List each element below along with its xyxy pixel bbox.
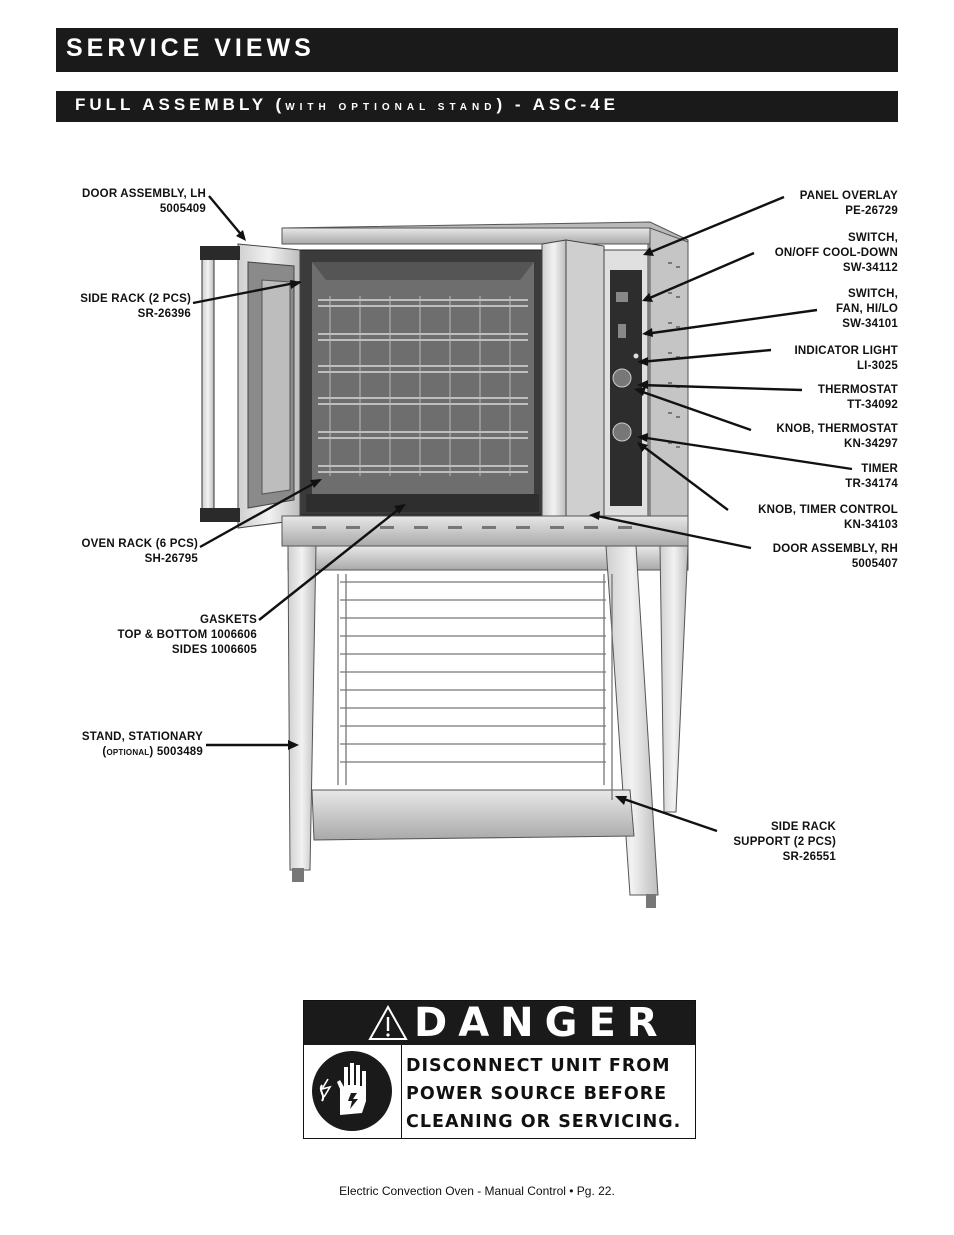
label-door-rh-name: DOOR ASSEMBLY, RH: [772, 543, 898, 555]
label-switch-fan-name: SWITCH,: [848, 288, 898, 300]
control-panel: [603, 249, 649, 517]
danger-line-3: CLEANING OR SERVICING.: [406, 1112, 682, 1132]
label-gaskets-name: GASKETS: [200, 614, 257, 626]
electric-shock-hand-icon: [312, 1051, 392, 1131]
subsection-title-prefix: FULL ASSEMBLY (: [75, 95, 286, 114]
leader-arrowheads: [236, 230, 654, 805]
subsection-title-suffix: ) - ASC-4E: [496, 95, 619, 114]
page-footer: Electric Convection Oven - Manual Contro…: [339, 1184, 615, 1198]
subsection-title-small: WITH OPTIONAL STAND: [285, 102, 497, 113]
oven-cavity: [299, 249, 546, 516]
label-switch-onoff-line2: ON/OFF COOL-DOWN: [774, 247, 898, 259]
label-side-rack-support: SIDE RACK SUPPORT (2 PCS) SR-26551: [733, 820, 836, 865]
label-knob-thermostat: KNOB, THERMOSTAT KN-34297: [776, 422, 898, 452]
section-title-bar: SERVICE VIEWS: [56, 28, 898, 72]
label-door-lh-name: DOOR ASSEMBLY, LH: [82, 188, 206, 200]
label-stand-part-line: (OPTIONAL) 5003489: [102, 746, 203, 758]
label-timer: TIMER TR-34174: [845, 462, 898, 492]
label-oven-rack-part: SH-26795: [144, 553, 198, 565]
label-thermostat-part: TT-34092: [847, 399, 898, 411]
section-title: SERVICE VIEWS: [66, 34, 315, 62]
label-side-rack: SIDE RACK (2 PCS) SR-26396: [80, 292, 191, 322]
label-knob-timer-part: KN-34103: [843, 519, 898, 531]
label-switch-onoff-name: SWITCH,: [848, 232, 898, 244]
label-gaskets-line2: TOP & BOTTOM 1006606: [117, 629, 257, 641]
label-door-assembly-lh: DOOR ASSEMBLY, LH 5005409: [82, 187, 206, 217]
danger-warning-box: DANGER DISCONNECT UNIT FROM POWER SOURCE…: [303, 1000, 696, 1139]
oven-illustration: [192, 195, 853, 908]
label-door-lh-part: 5005409: [159, 203, 206, 215]
danger-title: DANGER: [414, 1000, 669, 1046]
label-knob-timer: KNOB, TIMER CONTROL KN-34103: [758, 503, 898, 533]
label-indicator-light: INDICATOR LIGHT LI-3025: [794, 344, 898, 374]
label-panel-overlay-part: PE-26729: [845, 205, 898, 217]
left-door: [200, 243, 301, 529]
label-stand: STAND, STATIONARY (OPTIONAL) 5003489: [82, 730, 203, 760]
oven-body: [281, 221, 689, 521]
label-stand-part: 5003489: [156, 746, 203, 758]
label-side-rack-support-part: SR-26551: [782, 851, 836, 863]
oven-base-trim: [281, 515, 689, 547]
label-indicator-name: INDICATOR LIGHT: [794, 345, 898, 357]
label-timer-name: TIMER: [861, 463, 898, 475]
label-panel-overlay-name: PANEL OVERLAY: [799, 190, 898, 202]
subsection-title: FULL ASSEMBLY (WITH OPTIONAL STAND) - AS…: [75, 95, 619, 115]
label-knob-thermostat-name: KNOB, THERMOSTAT: [776, 423, 898, 435]
label-door-assembly-rh: DOOR ASSEMBLY, RH 5005407: [773, 542, 898, 572]
stand: [287, 545, 689, 908]
danger-header: DANGER: [304, 1000, 695, 1046]
label-side-rack-name: SIDE RACK (2 PCS): [80, 293, 191, 305]
label-panel-overlay: PANEL OVERLAY PE-26729: [800, 189, 898, 219]
label-timer-part: TR-34174: [845, 478, 898, 490]
label-switch-fan-part: SW-34101: [842, 318, 898, 330]
label-side-rack-support-name: SIDE RACK: [770, 821, 836, 833]
danger-icon-cell: [304, 1045, 402, 1139]
label-switch-fan-line2: FAN, HI/LO: [835, 303, 898, 315]
label-thermostat-name: THERMOSTAT: [817, 384, 898, 396]
label-side-rack-part: SR-26396: [137, 308, 191, 320]
label-knob-timer-name: KNOB, TIMER CONTROL: [758, 504, 898, 516]
warning-triangle-icon: [368, 1005, 408, 1040]
danger-line-1: DISCONNECT UNIT FROM: [406, 1056, 671, 1076]
label-oven-rack-name: OVEN RACK (6 PCS): [81, 538, 198, 550]
label-switch-onoff-part: SW-34112: [842, 262, 898, 274]
label-indicator-part: LI-3025: [856, 360, 898, 372]
leader-lines: [192, 195, 853, 833]
label-door-rh-part: 5005407: [851, 558, 898, 570]
label-gaskets-line3: SIDES 1006605: [171, 644, 257, 656]
label-thermostat: THERMOSTAT TT-34092: [818, 383, 898, 413]
label-stand-optional: OPTIONAL: [106, 748, 150, 757]
subsection-title-bar: FULL ASSEMBLY (WITH OPTIONAL STAND) - AS…: [56, 91, 898, 122]
right-door: [541, 239, 605, 529]
label-side-rack-support-line2: SUPPORT (2 PCS): [733, 836, 836, 848]
label-knob-thermostat-part: KN-34297: [843, 438, 898, 450]
danger-line-2: POWER SOURCE BEFORE: [406, 1084, 668, 1104]
label-stand-name: STAND, STATIONARY: [81, 731, 203, 743]
danger-message: DISCONNECT UNIT FROM POWER SOURCE BEFORE…: [406, 1052, 681, 1136]
label-switch-fan: SWITCH, FAN, HI/LO SW-34101: [836, 287, 898, 332]
label-switch-onoff: SWITCH, ON/OFF COOL-DOWN SW-34112: [775, 231, 898, 276]
label-oven-rack: OVEN RACK (6 PCS) SH-26795: [82, 537, 199, 567]
label-gaskets: GASKETS TOP & BOTTOM 1006606 SIDES 10066…: [117, 613, 257, 658]
